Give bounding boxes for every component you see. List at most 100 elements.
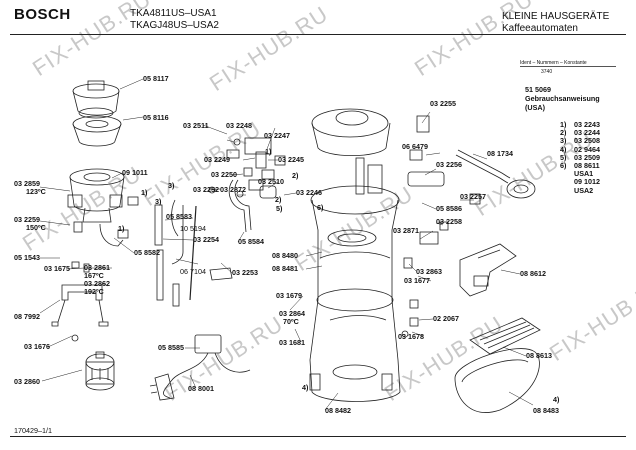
variant-code: 03 2243 — [574, 120, 600, 129]
variant-code-row: 5) 03 2509 — [560, 152, 600, 162]
variant-code: 03 2244 — [574, 128, 600, 138]
manual-title: Gebrauchsanweisung — [525, 94, 600, 103]
footer-rule — [10, 436, 626, 437]
part-label: 05 8585 — [158, 343, 184, 352]
category-title: KLEINE HAUSGERÄTE — [502, 11, 610, 22]
variant-ref: 5) — [560, 152, 567, 162]
part-label: 03 2249 — [204, 155, 230, 164]
manual-region: (USA) — [525, 103, 545, 112]
part-label: 08 8481 — [272, 264, 298, 273]
part-label: 05 8584 — [238, 237, 264, 246]
manual-part-number: 51 5069 — [525, 85, 551, 94]
part-label: 05 1543 — [14, 253, 40, 262]
variant-ref: 4) — [560, 144, 567, 154]
part-label: 08 8612 — [520, 269, 546, 278]
part-label: 05 8117 — [143, 74, 169, 83]
part-label: 150ºC — [26, 223, 46, 232]
ident-label: Ident – Nummern – Konstante — [520, 60, 587, 66]
variant-code: USA2 — [574, 185, 594, 195]
power-cord — [149, 334, 251, 401]
variant-code: 03 2509 — [574, 152, 600, 162]
ref-marker: 2) — [275, 195, 282, 204]
variant-code: 02 9464 — [574, 144, 600, 154]
part-label: 05 8586 — [436, 204, 462, 213]
part-label: 03 2253 — [232, 268, 258, 277]
ref-marker: 6) — [317, 203, 324, 212]
model-number-1: TKA4811US–USA1 — [130, 8, 217, 19]
part-label: 03 2247 — [264, 131, 290, 140]
brand-logo: BOSCH — [14, 6, 71, 23]
variant-code-row: 1)03 2243 — [560, 121, 600, 129]
part-label: 09 1011 — [122, 168, 148, 177]
part-label: 10 5194 — [180, 224, 206, 233]
part-label: 05 8582 — [134, 248, 160, 257]
measuring-spoon — [455, 149, 536, 199]
ref-marker: 4) — [302, 383, 309, 392]
part-label: 05 8583 — [166, 212, 192, 221]
ident-rule — [520, 66, 616, 67]
subcategory-title: Kaffeeautomaten — [502, 23, 578, 34]
part-label: 03 2246 — [296, 188, 322, 197]
part-label: 03 2245 — [278, 155, 304, 164]
part-label: 03 1679 — [276, 291, 302, 300]
variant-code-row: 2) 03 2244 — [560, 129, 600, 137]
part-label: 03 2256 — [436, 160, 462, 169]
variant-code-row: USA2 — [560, 185, 600, 195]
ref-marker: 4) — [553, 395, 560, 404]
part-label: 03 1676 — [24, 342, 50, 351]
valve-cluster — [226, 137, 286, 180]
part-label: 03 1675 — [44, 264, 70, 273]
part-label: 03 2248 — [226, 121, 252, 130]
part-label: 167ºC — [84, 271, 104, 280]
part-label: 03 2871 — [393, 226, 419, 235]
pump-motor — [85, 351, 115, 391]
part-label: 03 2864 — [279, 309, 305, 318]
part-label: 03 2258 — [436, 217, 462, 226]
part-label: 03 2254 — [193, 235, 219, 244]
heater-bracket — [51, 284, 109, 342]
part-label: 70ºC — [283, 317, 299, 326]
part-label: 08 1734 — [487, 149, 513, 158]
part-label: 03 2255 — [430, 99, 456, 108]
variant-code: 03 2508 — [574, 136, 600, 146]
right-small-parts — [401, 115, 481, 338]
ref-marker: 1) — [141, 188, 148, 197]
variant-ref: 2) — [560, 128, 567, 138]
part-label: 02 2067 — [433, 314, 459, 323]
drip-tray — [454, 348, 540, 413]
part-label: 03 2259 — [14, 215, 40, 224]
variant-code: 08 8611 — [574, 160, 600, 170]
funnel-assembly — [72, 80, 122, 147]
header-rule — [10, 34, 626, 35]
variant-code-row: 4) 02 9464 — [560, 144, 600, 154]
part-label: 03 2257 — [460, 192, 486, 201]
part-label: 08 8001 — [188, 384, 214, 393]
part-label: 03 1678 — [398, 332, 424, 341]
variant-ref: 3) — [560, 136, 567, 146]
part-label: 192ºC — [84, 287, 104, 296]
part-label: 03 1677 — [404, 276, 430, 285]
ident-value: 3740 — [541, 69, 553, 75]
part-label: 03 2859 — [14, 179, 40, 188]
variant-code: USA1 — [574, 169, 594, 179]
main-housing — [309, 108, 401, 402]
drip-grid — [469, 317, 541, 355]
part-label: 03 1681 — [279, 338, 305, 347]
part-label: 123ºC — [26, 187, 46, 196]
variant-ref: 6) — [560, 160, 567, 170]
part-label: 08 8483 — [533, 406, 559, 415]
ref-marker: 2) — [292, 171, 299, 180]
part-label: 08 8482 — [325, 406, 351, 415]
ref-marker: 1) — [118, 224, 125, 233]
part-label: 03 2862 — [84, 279, 110, 288]
document-id: 170429–1/1 — [14, 426, 52, 435]
variant-code: 09 1012 — [574, 177, 600, 187]
boiler-assembly — [67, 168, 129, 273]
variant-code-row: USA1 — [560, 170, 600, 178]
part-label: 03 2252 — [193, 185, 219, 194]
part-label: 03 2510 — [258, 177, 284, 186]
variant-code-row: 6) 08 8611 — [560, 160, 600, 170]
part-label: 06 7104 — [180, 267, 206, 276]
part-label: 03 2860 — [14, 377, 40, 386]
